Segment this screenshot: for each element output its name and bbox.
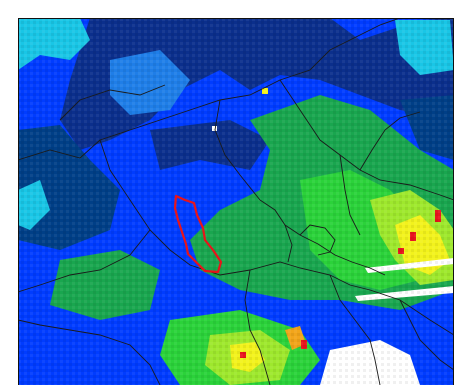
boundary-line-9 — [339, 154, 361, 236]
boundary-line-2 — [99, 139, 454, 336]
boundary-line-6 — [244, 269, 271, 385]
boundary-line-15 — [359, 111, 421, 171]
boundary-line-11 — [214, 99, 261, 201]
boundary-line-10 — [18, 319, 161, 385]
map-border — [18, 18, 454, 385]
boundary-line-13 — [299, 224, 336, 256]
boundary-line-3 — [18, 229, 151, 293]
boundary-line-12 — [59, 84, 166, 121]
highlighted-region-outline — [173, 194, 223, 274]
administrative-boundaries — [18, 18, 454, 385]
boundary-line-7 — [329, 274, 381, 385]
pixel-texture — [18, 18, 454, 385]
boundary-line-8 — [399, 299, 454, 371]
boundary-line-14 — [284, 224, 293, 263]
boundary-line-5 — [259, 199, 386, 276]
